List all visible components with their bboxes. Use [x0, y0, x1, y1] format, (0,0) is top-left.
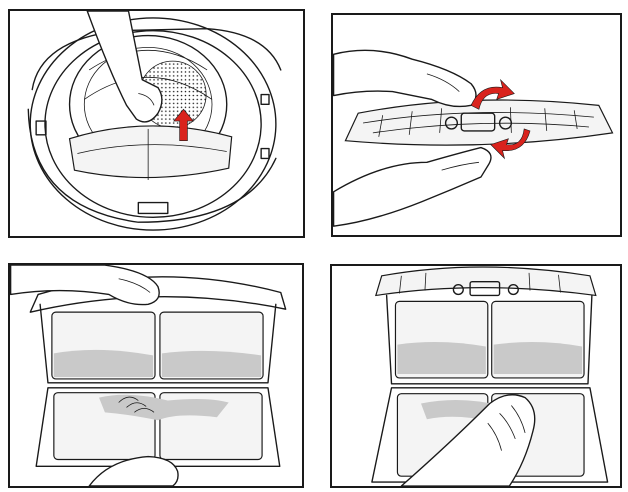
rotate-arrow-icon: [470, 78, 515, 110]
lint-deposit: [493, 342, 583, 375]
step-3-illustration: [10, 265, 287, 486]
lint-deposit: [99, 394, 229, 421]
hand-icon: [88, 455, 179, 486]
lint-filter-icon: [68, 125, 233, 179]
door-label-plate: [137, 201, 169, 215]
lint-deposit: [397, 342, 486, 375]
door-latch: [35, 120, 47, 136]
step-4-illustration: [371, 266, 609, 486]
step-3-panel: [8, 263, 304, 488]
step-1-illustration: [27, 11, 282, 231]
hand-icon: [400, 394, 536, 486]
step-1-panel: [8, 9, 305, 238]
hinge-top: [260, 93, 270, 106]
lint-deposit: [161, 350, 262, 377]
filter-upper-half: [385, 294, 593, 385]
hand-icon: [86, 11, 163, 123]
step-2-panel: [331, 13, 622, 237]
hand-icon: [333, 49, 477, 108]
filter-lower-half: [35, 387, 281, 468]
filter-latch: [460, 112, 496, 132]
filter-lower-half: [371, 387, 609, 483]
up-arrow-icon: [173, 108, 194, 141]
lint-deposit: [53, 349, 154, 377]
step-2-illustration: [333, 49, 614, 227]
machine-bottom-edge: [27, 108, 277, 223]
step-4-panel: [330, 264, 622, 488]
filter-latch: [469, 281, 501, 297]
hand-icon: [10, 265, 160, 306]
hinge-bottom: [260, 147, 270, 160]
filter-upper-half: [39, 303, 277, 384]
door-ring-inner: [44, 29, 262, 219]
door-ring-outer: [29, 17, 277, 231]
hand-icon: [333, 146, 492, 227]
rotate-arrow-icon: [490, 128, 531, 160]
